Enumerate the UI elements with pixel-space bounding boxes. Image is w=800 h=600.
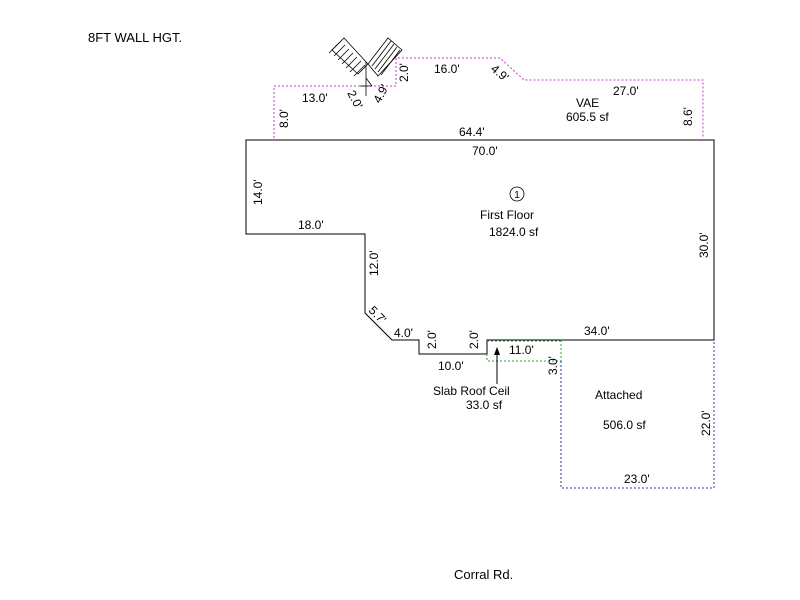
wall-height-note: 8FT WALL HGT. (88, 30, 182, 45)
slab-leader-arrowhead (494, 347, 500, 355)
ff-dim-notch-left: 2.0' (425, 330, 439, 349)
vae-area: VAE 605.5 sf 64.4' 8.0' 13.0' 2.0' 4.9' … (246, 57, 714, 141)
ff-dim-left: 14.0' (251, 179, 265, 205)
first-floor-name: First Floor (480, 208, 534, 222)
attached-area-label: 506.0 sf (603, 418, 646, 432)
first-floor-marker (509, 186, 525, 202)
vae-dim-top-mid: 16.0' (434, 62, 460, 76)
vae-name: VAE (576, 96, 599, 110)
attached-area: Attached 506.0 sf 22.0' 23.0' (560, 340, 715, 489)
vae-dim-right: 8.6' (681, 107, 695, 126)
ff-dim-ledge: 4.0' (394, 326, 413, 340)
stair-symbol (328, 37, 403, 96)
attached-dim-bottom: 23.0' (624, 472, 650, 486)
first-floor-marker-number: 1 (514, 190, 520, 201)
ff-dim-bottom-right: 34.0' (584, 324, 610, 338)
vae-dim-bottom: 64.4' (459, 125, 485, 139)
slab-area-label: 33.0 sf (466, 398, 503, 412)
ff-dim-top: 70.0' (472, 144, 498, 158)
attached-dim-right: 22.0' (699, 410, 713, 436)
vae-dim-stair-b: 4.9' (370, 82, 391, 105)
slab-outline (486, 340, 562, 362)
slab-dim-right: 3.0' (546, 356, 560, 375)
ff-dim-diagonal: 5.7' (366, 303, 389, 326)
ff-dim-notch-right: 2.0' (467, 330, 481, 349)
vae-dim-stair-c: 2.0' (397, 63, 411, 82)
vae-dim-left: 8.0' (277, 109, 291, 128)
slab-name: Slab Roof Ceil (433, 384, 510, 398)
ff-dim-inner-vertical: 12.0' (367, 250, 381, 276)
vae-outline (273, 57, 704, 138)
attached-outline (560, 340, 715, 489)
attached-name: Attached (595, 388, 642, 402)
ff-dim-step: 18.0' (298, 218, 324, 232)
slab-dim-top: 11.0' (509, 343, 534, 357)
vae-dim-top-left: 13.0' (302, 91, 328, 105)
first-floor-area-label: 1824.0 sf (489, 225, 539, 239)
vae-area-label: 605.5 sf (566, 110, 609, 124)
slab-roof-area: 11.0' 3.0' Slab Roof Ceil 33.0 sf (433, 340, 562, 412)
vae-dim-top-right: 27.0' (613, 84, 639, 98)
street-label: Corral Rd. (454, 567, 513, 582)
ff-dim-notch-bottom: 10.0' (438, 359, 464, 373)
first-floor-area: 1 First Floor 1824.0 sf 70.0' 14.0' 18.0… (245, 139, 715, 373)
vae-dim-stair-a: 2.0' (344, 88, 365, 111)
first-floor-outline (245, 139, 715, 355)
ff-dim-right: 30.0' (697, 232, 711, 258)
